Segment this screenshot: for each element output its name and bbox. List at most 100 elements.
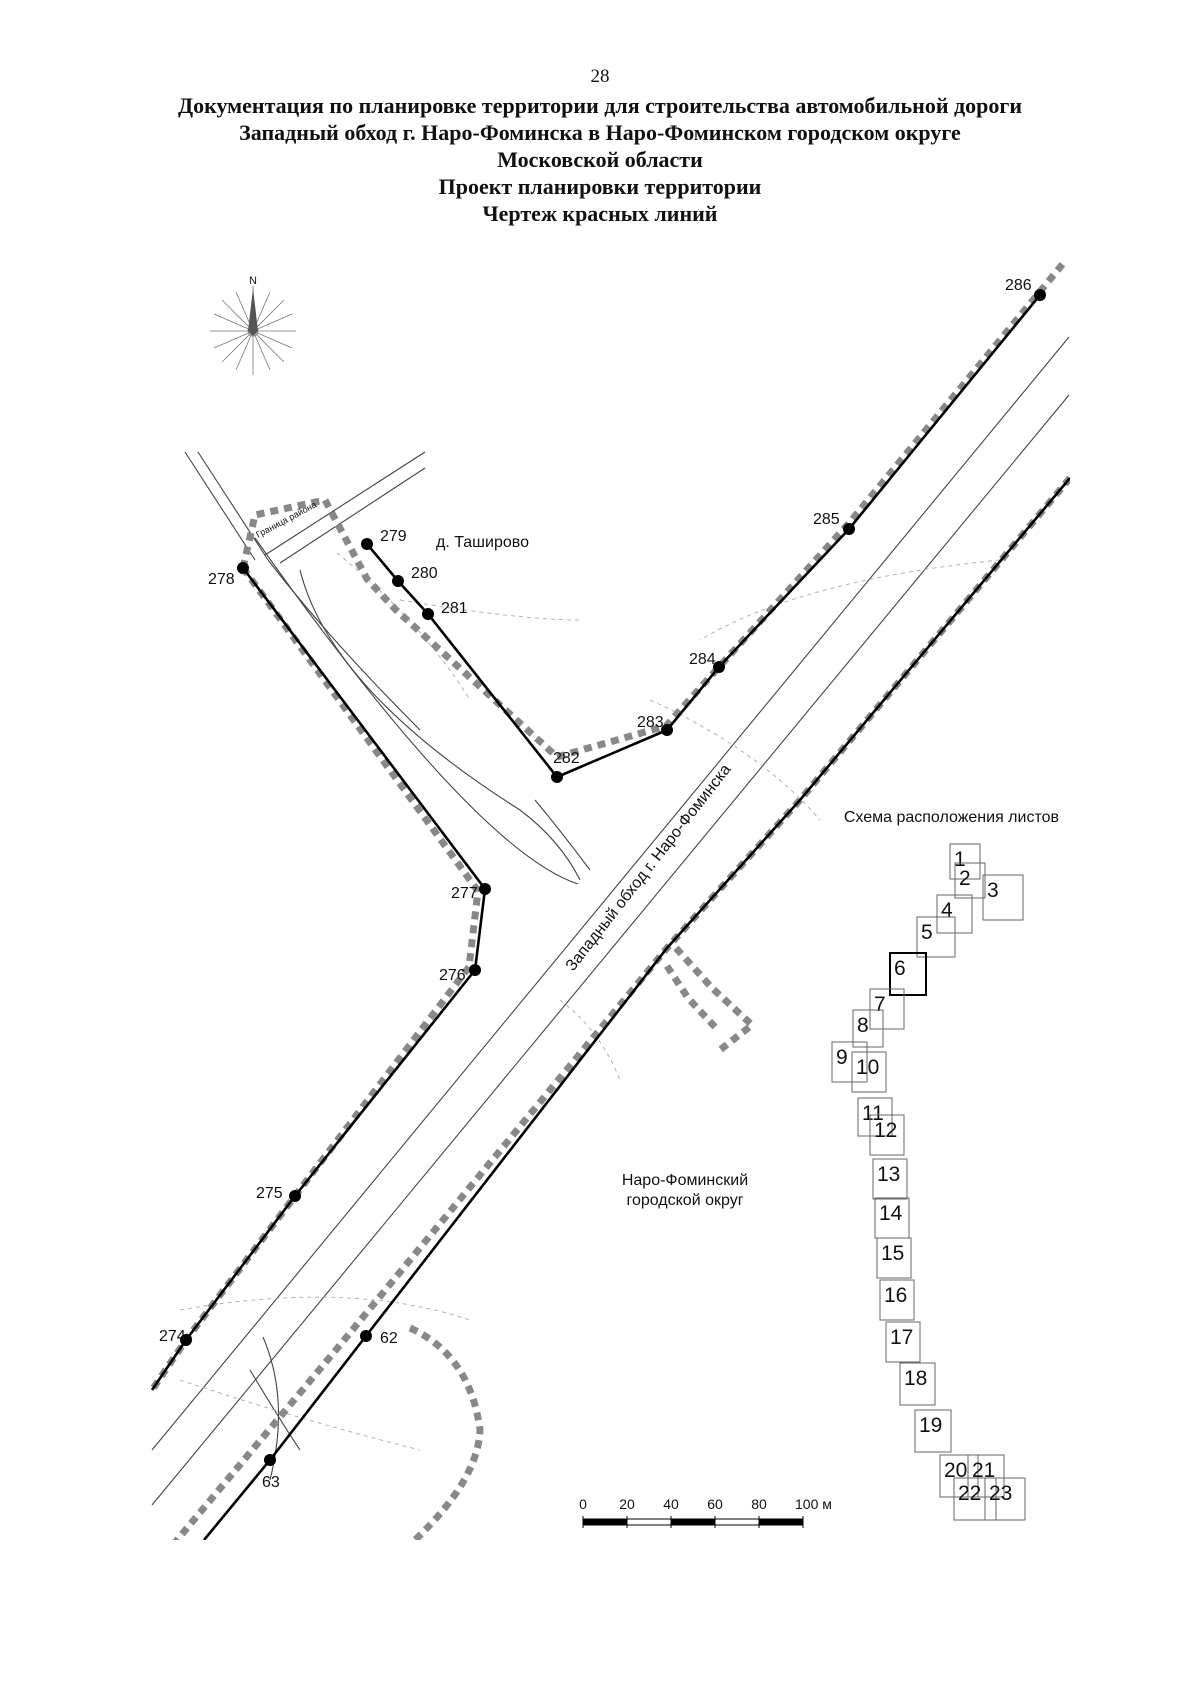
sheet-number-1: 1	[954, 848, 966, 871]
document-title: Документация по планировке территории дл…	[0, 92, 1200, 227]
survey-point-283	[661, 724, 673, 736]
sheet-number-15: 15	[881, 1242, 904, 1265]
survey-point-label-281: 281	[441, 600, 468, 617]
survey-point-280	[392, 575, 404, 587]
scale-tick-label-3: 60	[707, 1496, 723, 1512]
map-drawing	[150, 257, 1070, 1540]
sheet-number-14: 14	[879, 1202, 903, 1225]
survey-point-label-282: 282	[553, 750, 580, 767]
sheet-scheme-title: Схема расположения листов	[844, 809, 1059, 826]
survey-point-label-278: 278	[208, 571, 235, 588]
title-line-5: Чертеж красных линий	[482, 201, 718, 226]
survey-point-label-286: 286	[1005, 277, 1032, 294]
sheet-number-7: 7	[874, 993, 886, 1016]
survey-point-label-277: 277	[451, 885, 478, 902]
sheet-box-23	[984, 1477, 1026, 1521]
sheet-box-3	[982, 874, 1024, 921]
survey-point-277	[479, 883, 491, 895]
sheet-box-21	[967, 1454, 1005, 1498]
survey-point-275	[289, 1190, 301, 1202]
sheet-box-22	[953, 1477, 997, 1521]
compass-icon	[210, 286, 296, 375]
sheet-number-11: 11	[862, 1102, 884, 1125]
survey-point-label-285: 285	[813, 511, 840, 528]
sheet-box-13	[872, 1158, 908, 1200]
survey-point-276	[469, 964, 481, 976]
sheet-number-20: 20	[944, 1459, 967, 1482]
survey-point-label-62: 62	[380, 1330, 398, 1347]
district-label-line-2: городской округ	[626, 1192, 743, 1209]
sheet-box-1	[949, 843, 981, 880]
survey-point-label-275: 275	[256, 1185, 283, 1202]
survey-point-286	[1034, 289, 1046, 301]
sheet-number-19: 19	[919, 1414, 942, 1437]
title-line-1: Документация по планировке территории дл…	[177, 93, 1023, 118]
title-line-2: Западный обход г. Наро-Фоминска в Наро-Ф…	[239, 120, 961, 145]
sheet-box-18	[899, 1362, 936, 1406]
sheet-number-10: 10	[856, 1056, 879, 1079]
scale-bar: 0 20 40 60 80 100 м	[579, 1496, 832, 1528]
sheet-box-10	[851, 1051, 887, 1093]
sheet-number-4: 4	[941, 899, 953, 922]
sheet-number-12: 12	[874, 1119, 897, 1142]
title-line-4: Проект планировки территории	[438, 174, 762, 199]
scale-tick-label-0: 0	[579, 1496, 587, 1512]
sheet-box-5	[916, 916, 956, 958]
sheet-box-16	[879, 1279, 915, 1321]
survey-point-label-276: 276	[439, 967, 466, 984]
sheet-box-9	[831, 1041, 868, 1083]
page-number: 28	[590, 66, 610, 87]
sheet-box-6	[889, 952, 927, 996]
survey-point-label-284: 284	[689, 651, 716, 668]
sheet-box-8	[852, 1009, 884, 1048]
survey-point-282	[551, 771, 563, 783]
sheet-number-2: 2	[959, 867, 971, 890]
survey-point-label-283: 283	[637, 714, 664, 731]
sheet-box-2	[954, 862, 986, 899]
sheet-number-9: 9	[836, 1046, 848, 1069]
sheet-number-8: 8	[857, 1014, 869, 1037]
sheet-number-6: 6	[894, 957, 906, 980]
scale-tick-label-2: 40	[663, 1496, 679, 1512]
scale-tick-label-1: 20	[619, 1496, 635, 1512]
sheet-number-18: 18	[904, 1367, 927, 1390]
survey-point-label-274: 274	[159, 1328, 186, 1345]
sheet-number-16: 16	[884, 1284, 907, 1307]
compass-north-label: N	[249, 275, 257, 287]
survey-point-285	[843, 523, 855, 535]
red-lines	[150, 294, 1070, 1540]
survey-point-279	[361, 538, 373, 550]
district-label-line-1: Наро-Фоминский	[622, 1172, 748, 1189]
sheet-number-13: 13	[877, 1163, 900, 1186]
ancillary-lines	[179, 552, 1001, 1451]
road-geometry	[151, 336, 1070, 1506]
sheet-box-20	[939, 1454, 979, 1498]
survey-point-284	[713, 661, 725, 673]
survey-point-label-280: 280	[411, 565, 438, 582]
survey-point-label-63: 63	[262, 1474, 280, 1491]
sheet-box-15	[876, 1237, 912, 1279]
sheet-box-7	[869, 988, 905, 1030]
sheet-number-22: 22	[958, 1482, 981, 1505]
survey-point-62	[360, 1330, 372, 1342]
sheet-box-17	[885, 1321, 921, 1363]
survey-point-label-279: 279	[380, 528, 407, 545]
sheet-number-17: 17	[890, 1326, 913, 1349]
scale-tick-label-4: 80	[751, 1496, 767, 1512]
scale-tick-label-5: 100 м	[795, 1496, 832, 1512]
sheet-number-23: 23	[989, 1482, 1012, 1505]
sheet-number-21: 21	[972, 1459, 995, 1482]
sheet-box-19	[914, 1409, 952, 1453]
settlement-label: д. Таширово	[436, 534, 529, 551]
survey-point-278	[237, 562, 249, 574]
sheet-number-5: 5	[921, 921, 933, 944]
sheet-number-3: 3	[987, 879, 999, 902]
survey-point-274	[180, 1334, 192, 1346]
survey-point-63	[264, 1454, 276, 1466]
sheet-box-11	[857, 1097, 893, 1137]
survey-point-281	[422, 608, 434, 620]
sheet-box-12	[869, 1114, 905, 1156]
